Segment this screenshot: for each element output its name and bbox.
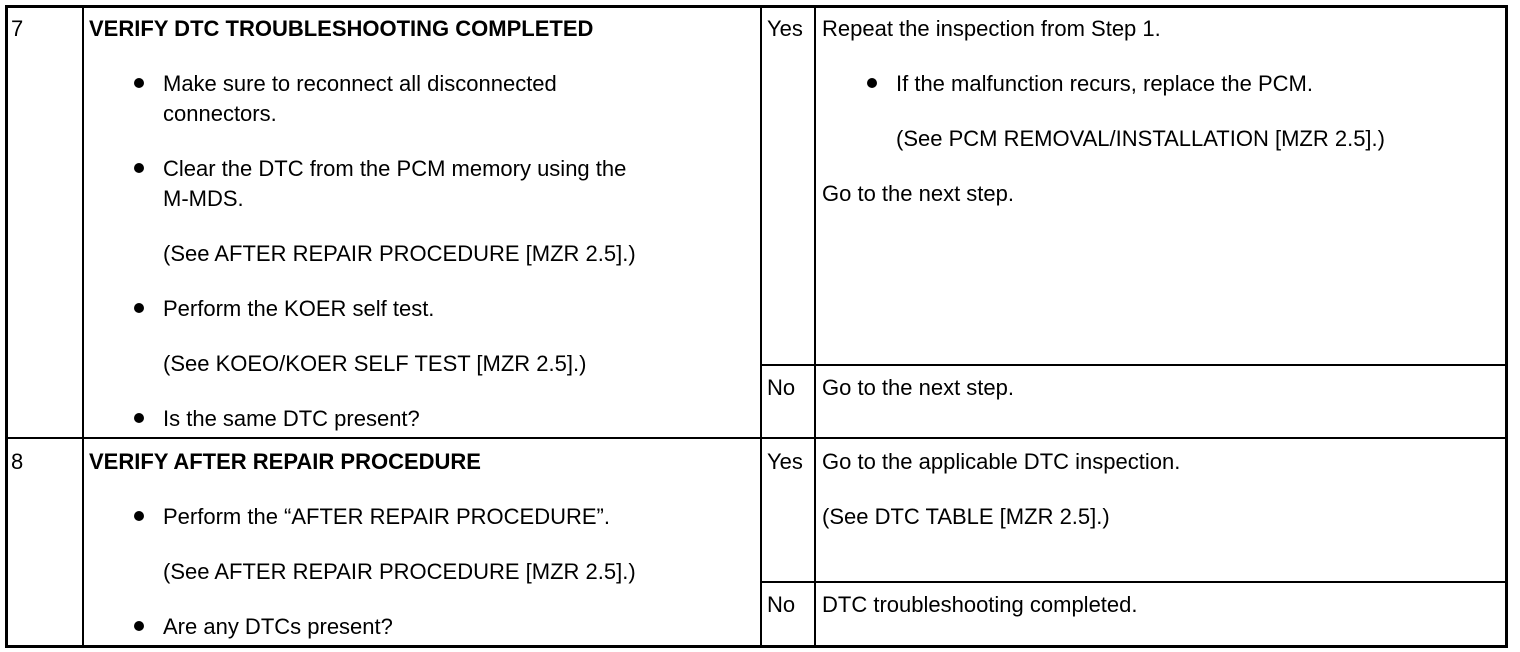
- yes-label: Yes: [767, 16, 803, 41]
- bullet-icon: [867, 78, 877, 88]
- step-title: VERIFY DTC TROUBLESHOOTING COMPLETED: [89, 16, 594, 41]
- result-text: Go to the next step.: [822, 375, 1015, 400]
- reference-link[interactable]: (See PCM REMOVAL/INSTALLATION [MZR 2.5].…: [896, 126, 1385, 151]
- action-text: Perform the KOER self test.: [163, 296, 435, 321]
- bullet-icon: [134, 621, 144, 631]
- bullet-icon: [134, 163, 144, 173]
- row-divider: [5, 437, 1505, 439]
- action-text: Perform the “AFTER REPAIR PROCEDURE”.: [163, 504, 610, 529]
- bullet-icon: [134, 511, 144, 521]
- action-text: Clear the DTC from the PCM memory using …: [163, 156, 627, 181]
- column-divider-action: [760, 5, 762, 645]
- reference-link[interactable]: (See AFTER REPAIR PROCEDURE [MZR 2.5].): [163, 559, 636, 584]
- row7-yes-no-divider: [760, 364, 1505, 366]
- row8-yes-no-divider: [760, 581, 1505, 583]
- troubleshooting-table: [5, 5, 1508, 648]
- result-text: DTC troubleshooting completed.: [822, 592, 1138, 617]
- result-text: Go to the applicable DTC inspection.: [822, 449, 1181, 474]
- bullet-icon: [134, 78, 144, 88]
- question-text: Are any DTCs present?: [163, 614, 393, 639]
- reference-link[interactable]: (See AFTER REPAIR PROCEDURE [MZR 2.5].): [163, 241, 636, 266]
- yes-label: Yes: [767, 449, 803, 474]
- action-text: M-MDS.: [163, 186, 244, 211]
- reference-link[interactable]: (See DTC TABLE [MZR 2.5].): [822, 504, 1110, 529]
- step-number: 8: [11, 449, 24, 474]
- bullet-icon: [134, 413, 144, 423]
- step-number: 7: [11, 16, 24, 41]
- no-label: No: [767, 592, 796, 617]
- result-text: If the malfunction recurs, replace the P…: [896, 71, 1313, 96]
- result-text: Repeat the inspection from Step 1.: [822, 16, 1161, 41]
- step-title: VERIFY AFTER REPAIR PROCEDURE: [89, 449, 481, 474]
- question-text: Is the same DTC present?: [163, 406, 420, 431]
- no-label: No: [767, 375, 796, 400]
- action-text: connectors.: [163, 101, 277, 126]
- bullet-icon: [134, 303, 144, 313]
- column-divider-result: [814, 5, 816, 645]
- action-text: Make sure to reconnect all disconnected: [163, 71, 557, 96]
- reference-link[interactable]: (See KOEO/KOER SELF TEST [MZR 2.5].): [163, 351, 587, 376]
- result-text: Go to the next step.: [822, 181, 1015, 206]
- column-divider-step: [82, 5, 84, 645]
